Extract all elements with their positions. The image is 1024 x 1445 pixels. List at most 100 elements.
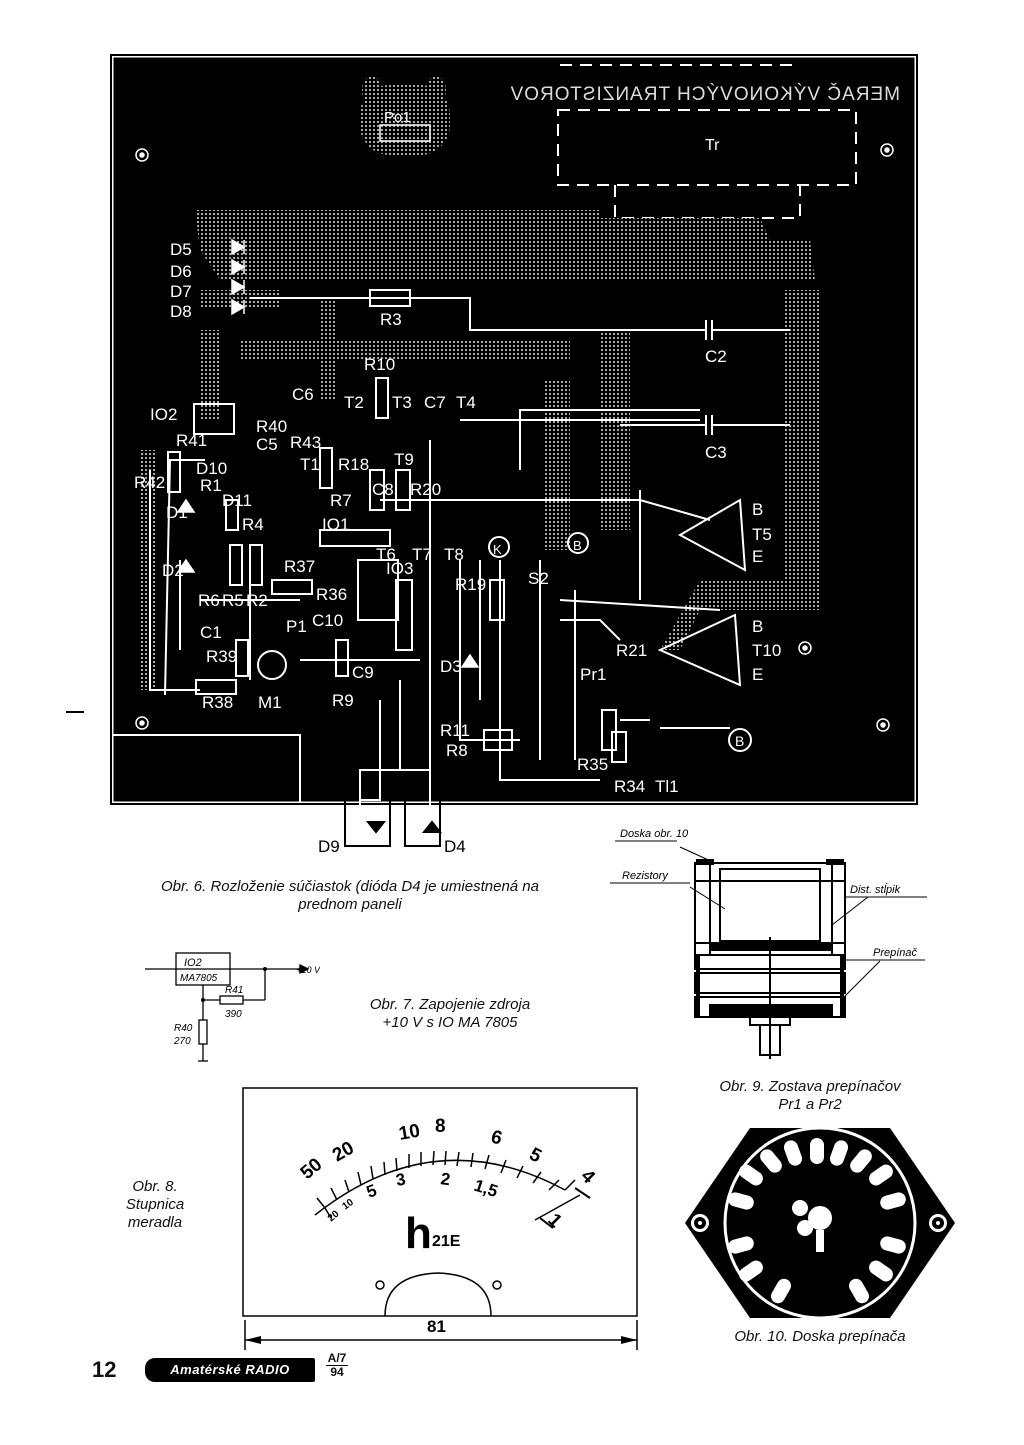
dimension-81: 81: [427, 1317, 446, 1336]
label-r37: R37: [284, 557, 315, 576]
fig9-rezistory-label: Rezistory: [622, 870, 669, 882]
scale-inner-3: 3: [394, 1170, 407, 1190]
label-io2: IO2: [150, 405, 177, 424]
h21e-symbol: h: [405, 1209, 432, 1258]
fig9-caption-line2: Pr1 a Pr2: [778, 1096, 842, 1113]
capacitors-c2-c3: [620, 320, 790, 435]
fig10-switch-board: [685, 1126, 955, 1320]
label-d8: D8: [170, 302, 192, 321]
fig6-caption: Obr. 6. Rozloženie súčiastok (dióda D4 j…: [161, 878, 539, 913]
label-p1: P1: [286, 617, 307, 636]
fig7-caption-line1: Obr. 7. Zapojenie zdroja: [369, 996, 531, 1013]
label-d11: D11: [222, 491, 252, 510]
label-e5: E: [752, 547, 763, 566]
magazine-logo: Amatérské RADIO: [145, 1358, 315, 1382]
label-r5: R5: [222, 591, 244, 610]
label-r20: R20: [410, 480, 441, 499]
label-r34: R34: [614, 777, 645, 796]
label-r6: R6: [198, 591, 220, 610]
label-r41: R41: [176, 431, 207, 450]
label-r3: R3: [380, 310, 402, 329]
scale-outer-5: 5: [526, 1144, 546, 1168]
label-r35: R35: [577, 755, 608, 774]
issue-year: 94: [330, 1365, 344, 1379]
fig8-caption-line1: Obr. 8.: [132, 1178, 178, 1195]
scale-inner-1: 10: [340, 1197, 356, 1213]
label-c1: C1: [200, 623, 222, 642]
scale-outer-1: 20: [329, 1138, 358, 1167]
label-pr1: Pr1: [580, 665, 606, 684]
fig7-caption-line2: +10 V s IO MA 7805: [382, 1014, 518, 1031]
pcb-traces: [149, 297, 730, 820]
component-outlines: [167, 289, 752, 763]
label-r8: R8: [446, 741, 468, 760]
label-c6: C6: [292, 385, 314, 404]
label-io1: IO1: [322, 515, 349, 534]
label-t2: T2: [344, 393, 364, 412]
label-d1: D1: [166, 503, 188, 522]
label-t10: T10: [752, 641, 781, 660]
fig7-r40-value: 270: [173, 1036, 191, 1047]
label-r4: R4: [242, 515, 264, 534]
fig7-r41-value: 390: [225, 1009, 242, 1020]
scale-outer-2: 10: [397, 1121, 421, 1145]
label-po1: Po1: [384, 109, 411, 126]
scale-inner-5: 1,5: [472, 1176, 500, 1201]
label-t5: T5: [752, 525, 772, 544]
scale-outer-3: 8: [435, 1116, 446, 1137]
label-r9: R9: [332, 691, 354, 710]
label-s2: S2: [528, 569, 549, 588]
fig7-r40: R40: [174, 1023, 193, 1034]
label-d5: D5: [170, 240, 192, 259]
label-b5: B: [752, 500, 763, 519]
scale-inner-4: 2: [439, 1169, 451, 1189]
label-t8: T8: [444, 545, 464, 564]
label-d6: D6: [170, 262, 192, 281]
label-tl1: Tl1: [655, 777, 679, 796]
label-r39: R39: [206, 647, 237, 666]
fig8-caption-line2: Stupnica: [125, 1196, 185, 1213]
label-c5: C5: [256, 435, 278, 454]
label-r40: R40: [256, 417, 287, 436]
led-area: [344, 800, 443, 847]
page-number: 12: [92, 1357, 117, 1382]
label-c9: C9: [352, 663, 374, 682]
scale-outer-4: 6: [489, 1127, 505, 1150]
label-b-circle: B: [573, 538, 582, 553]
label-t6: T6: [376, 545, 396, 564]
fig9-switch-assembly: Doska obr. 10 Rezistory Dist. stĺpik Pre…: [610, 828, 927, 1059]
label-d10: D10: [196, 459, 227, 478]
label-m1: M1: [258, 693, 282, 712]
fig7-ma: MA7805: [180, 973, 218, 984]
fig9-dist-label: Dist. stĺpik: [850, 883, 901, 896]
copper-areas: [140, 210, 820, 690]
label-c8: C8: [372, 480, 394, 499]
scale-inner-0: 20: [326, 1208, 342, 1224]
label-c7: C7: [424, 393, 446, 412]
label-d7: D7: [170, 282, 192, 301]
fig7-out: +10 V: [296, 965, 320, 975]
fig7-schematic: IO2 MA7805 +10 V R41 390 R40 270: [145, 952, 320, 1062]
label-r18: R18: [338, 455, 369, 474]
label-r38: R38: [202, 693, 233, 712]
h21e-subscript: 21E: [432, 1233, 461, 1250]
fig8-caption-line3: meradla: [127, 1214, 183, 1231]
label-r21: R21: [616, 641, 647, 660]
scale-inner-2: 5: [364, 1181, 379, 1202]
label-r42: R42: [134, 473, 165, 492]
pcb-layout-figure: MERAČ VÝKONOVÝCH TRANZISTOROV Po1 Tr: [66, 54, 918, 856]
fuse-holder-po1: Po1: [360, 76, 450, 155]
label-t1: T1: [300, 455, 320, 474]
fig7-io2: IO2: [184, 957, 202, 969]
label-k: K: [493, 542, 502, 557]
fig10-caption: Obr. 10. Doska prepínača: [734, 1328, 906, 1345]
label-io3: IO3: [386, 559, 413, 578]
label-b-circle2: B: [735, 733, 744, 749]
fig9-doska-label: Doska obr. 10: [620, 828, 689, 840]
label-c10: C10: [312, 611, 343, 630]
label-r36: R36: [316, 585, 347, 604]
label-c2: C2: [705, 347, 727, 366]
diode-symbols: [176, 238, 480, 668]
power-transistors: [657, 498, 747, 687]
scale-outer-0: 50: [297, 1154, 327, 1184]
